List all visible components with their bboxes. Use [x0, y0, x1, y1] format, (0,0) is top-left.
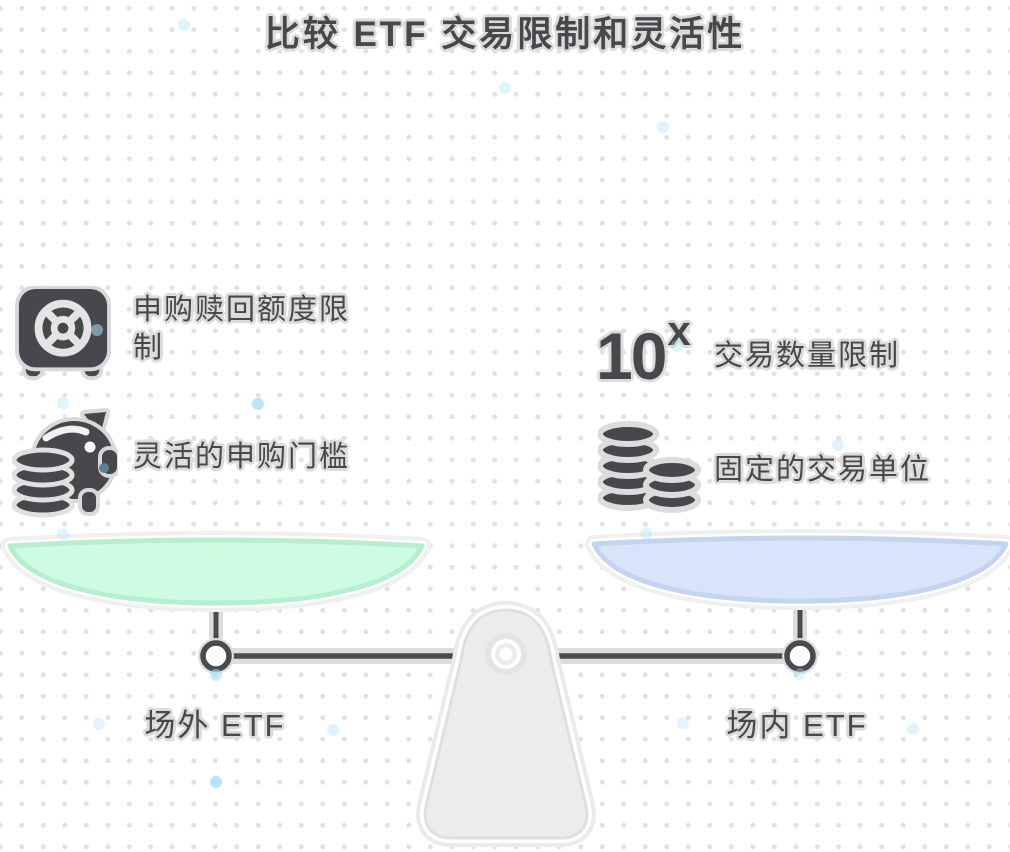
coin-stacks-icon [597, 412, 702, 519]
right-pan-dish [591, 535, 1009, 604]
feature-label-quantity-limit: 交易数量限制 [714, 340, 901, 372]
right-beam-joint [782, 638, 818, 674]
safe-icon [14, 285, 112, 389]
page-title: 比较 ETF 交易限制和灵活性 [264, 15, 746, 54]
exponent-10x-icon: 10x [596, 307, 706, 394]
exponent-base-text: 10 [596, 319, 667, 393]
right-pan [585, 529, 1010, 610]
left-pan-label: 场外 ETF [144, 708, 286, 743]
left-beam-joint [198, 638, 234, 674]
feature-label-flexible-threshold: 灵活的申购门槛 [133, 441, 351, 473]
left-pan-dish [7, 537, 425, 606]
fulcrum [416, 601, 596, 847]
right-pan-label: 场内 ETF [726, 708, 868, 743]
feature-label-quota-limit: 申购赎回额度限制 [133, 294, 351, 364]
feature-label-fixed-unit: 固定的交易单位 [714, 454, 932, 486]
piggy-bank-coins-icon [11, 406, 121, 523]
exponent-x-text: x [667, 307, 691, 354]
left-pan [1, 531, 431, 612]
